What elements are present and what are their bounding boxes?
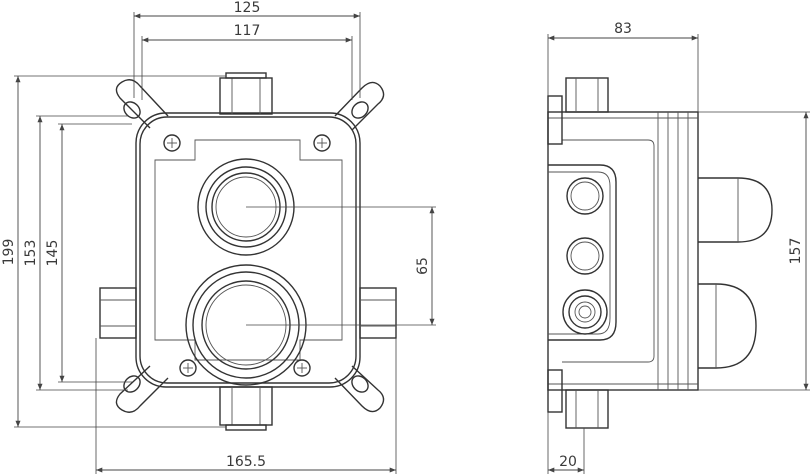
fitting-bottom bbox=[219, 386, 273, 431]
mounting-ear-top-right bbox=[334, 81, 385, 131]
dim-label-65: 65 bbox=[415, 257, 431, 275]
side-port-1 bbox=[566, 177, 604, 215]
side-compartment bbox=[548, 164, 617, 341]
fitting-left bbox=[99, 287, 137, 339]
dimension-65: 65 bbox=[246, 206, 436, 326]
front-body-outer bbox=[135, 112, 361, 388]
dim-label-117: 117 bbox=[234, 23, 261, 39]
side-view bbox=[547, 77, 773, 429]
dimension-125: 125 bbox=[133, 0, 361, 98]
dim-label-165-5: 165.5 bbox=[226, 454, 266, 470]
side-port-3-nut bbox=[562, 289, 608, 335]
front-view bbox=[99, 72, 397, 431]
side-dome-upper bbox=[698, 177, 773, 243]
dim-label-83: 83 bbox=[614, 21, 632, 37]
dimension-20: 20 bbox=[547, 412, 585, 474]
mounting-ear-bottom-left bbox=[115, 365, 169, 413]
side-fitting-bottom bbox=[565, 389, 609, 429]
side-ear-bottom bbox=[547, 369, 563, 413]
dim-label-199: 199 bbox=[1, 239, 17, 266]
screw-top-left bbox=[163, 134, 181, 152]
side-inner-step bbox=[562, 139, 655, 363]
front-body-inner bbox=[139, 116, 357, 384]
screw-bottom-left bbox=[179, 359, 197, 377]
dimension-157: 157 bbox=[698, 111, 810, 391]
dimension-83: 83 bbox=[547, 21, 699, 112]
side-dome-lower bbox=[698, 283, 757, 369]
dim-label-125: 125 bbox=[234, 0, 261, 16]
dim-label-20: 20 bbox=[559, 454, 577, 470]
dimension-117: 117 bbox=[141, 23, 353, 100]
mounting-ear-top-left bbox=[115, 79, 169, 129]
side-body bbox=[547, 111, 699, 391]
side-fitting-top bbox=[565, 77, 609, 113]
side-ear-top bbox=[547, 95, 563, 145]
screw-bottom-right bbox=[293, 359, 311, 377]
dimension-165-5: 165.5 bbox=[95, 338, 397, 474]
screw-top-right bbox=[313, 134, 331, 152]
fitting-top bbox=[219, 72, 273, 115]
dim-label-157: 157 bbox=[788, 238, 804, 265]
dimension-199: 199 bbox=[1, 75, 226, 428]
dimension-153: 153 bbox=[23, 115, 128, 391]
mounting-ear-bottom-right bbox=[334, 365, 385, 413]
dimension-145: 145 bbox=[45, 123, 132, 383]
side-port-2 bbox=[566, 237, 604, 275]
fitting-right bbox=[359, 287, 397, 339]
dim-label-145: 145 bbox=[45, 240, 61, 267]
dim-label-153: 153 bbox=[23, 240, 39, 267]
